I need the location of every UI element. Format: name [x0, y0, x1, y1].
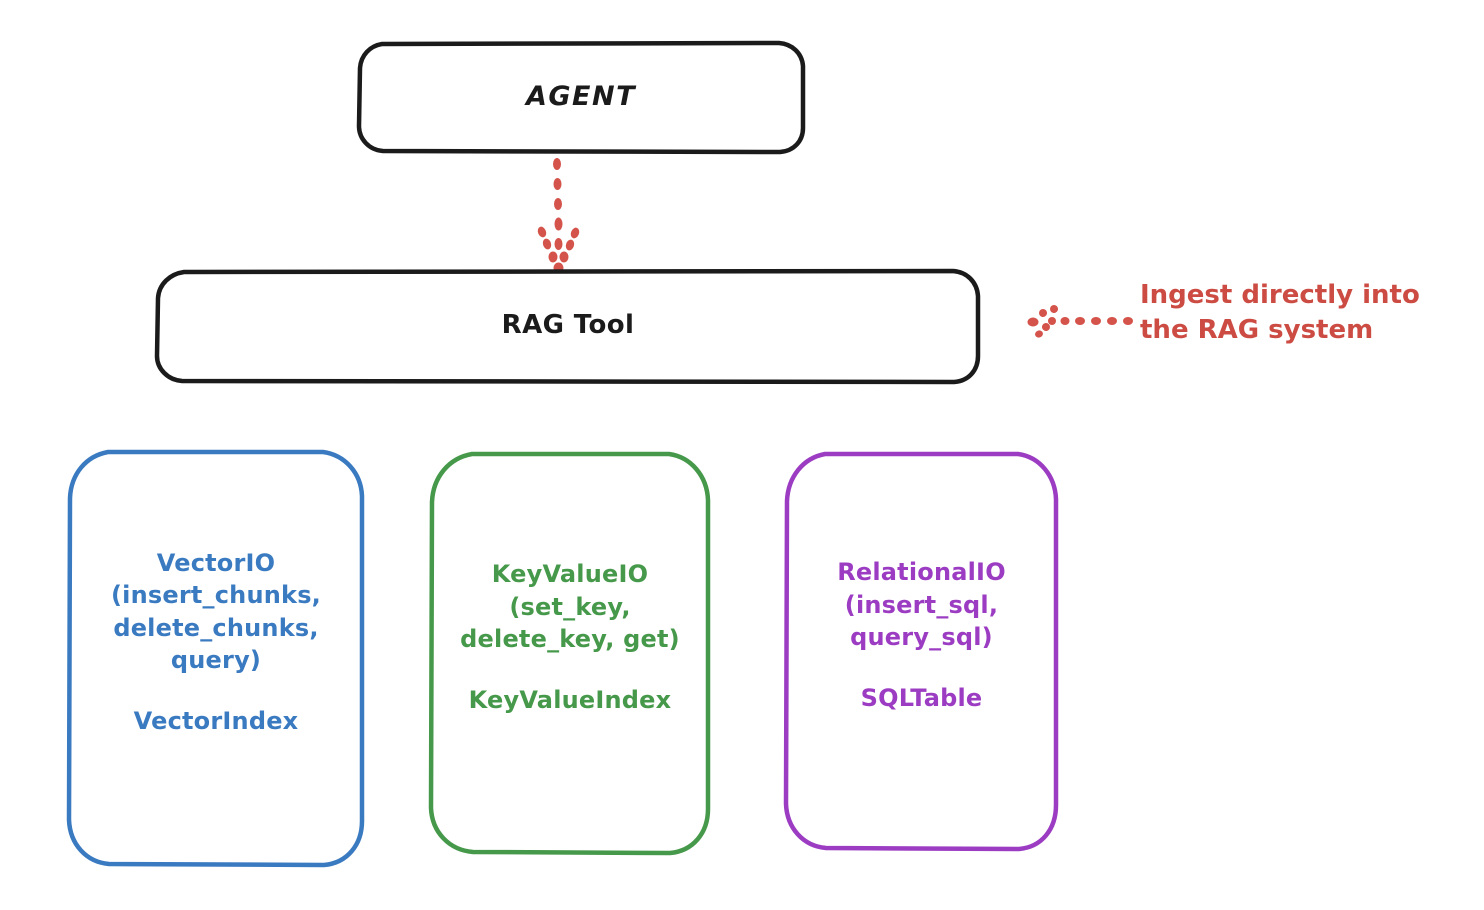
node-agent[interactable]: AGENT [356, 40, 806, 155]
edge-ingest-to-rag-tool-arrow [1027, 305, 1133, 338]
relational-io-api-label: RelationalIO (insert_sql, query_sql) [837, 558, 1006, 651]
rag-tool-label: RAG Tool [501, 310, 635, 341]
key-value-io-api-label: KeyValueIO (set_key, delete_key, get) [460, 560, 680, 653]
annotation-ingest-text: Ingest directly into the RAG system [1140, 280, 1420, 345]
vector-index-label: VectorIndex [133, 706, 299, 735]
node-vector-io[interactable]: VectorIO (insert_chunks, delete_chunks, … [66, 448, 366, 868]
node-key-value-io[interactable]: KeyValueIO (set_key, delete_key, get) Ke… [428, 450, 712, 856]
node-rag-tool[interactable]: RAG Tool [154, 268, 982, 385]
edge-agent-to-rag-tool-arrow [537, 158, 580, 272]
node-relational-io[interactable]: RelationalIO (insert_sql, query_sql) SQL… [783, 450, 1060, 852]
vector-io-api-label: VectorIO (insert_chunks, delete_chunks, … [111, 549, 321, 674]
agent-label: AGENT [525, 80, 636, 112]
sql-table-label: SQLTable [860, 683, 983, 712]
key-value-index-label: KeyValueIndex [468, 685, 672, 714]
